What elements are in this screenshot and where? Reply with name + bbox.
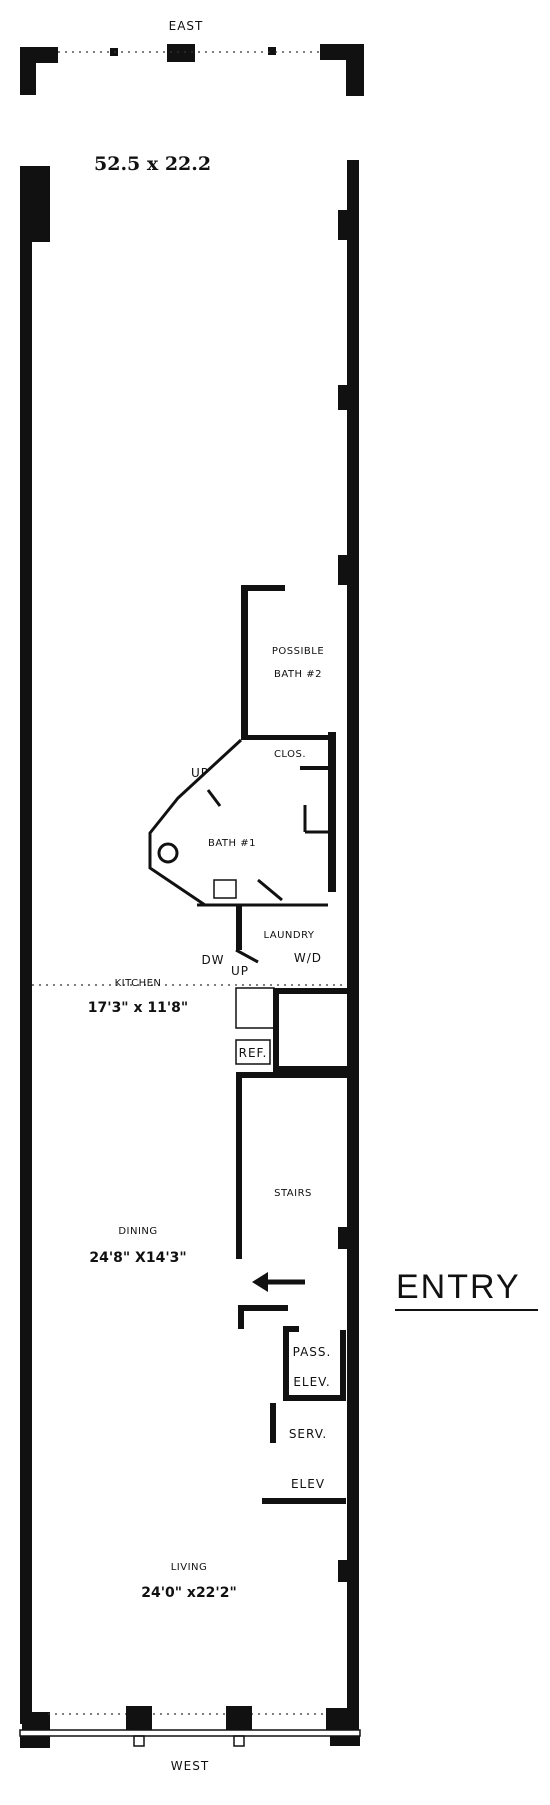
pass-elev-label-2: ELEV. — [293, 1375, 330, 1389]
west-window-wall — [19, 1706, 361, 1748]
compass-west: WEST — [171, 1759, 209, 1773]
stair-direction-arrow — [252, 1272, 305, 1292]
laundry-label: LAUNDRY — [263, 930, 314, 941]
entry-label: ENTRY — [396, 1268, 521, 1306]
service-elevator: SERV. ELEV — [262, 1403, 346, 1504]
kitchen: KITCHEN 17'3" x 11'8" REF. — [88, 978, 347, 1072]
serv-elev-label-1: SERV. — [289, 1427, 327, 1441]
entry-marker: ENTRY — [395, 1268, 538, 1311]
dining-dimensions: 24'8" X14'3" — [89, 1250, 186, 1266]
pass-elev-label-1: PASS. — [293, 1345, 332, 1359]
passenger-elevator: PASS. ELEV. — [283, 1326, 346, 1401]
dw-label: DW — [201, 953, 224, 967]
overall-dimensions: 52.5 x 22.2 — [94, 153, 211, 175]
living-dimensions: 24'0" x22'2" — [141, 1585, 237, 1601]
up-upper-label: UP — [191, 766, 209, 780]
closet-label: CLOS. — [274, 749, 306, 760]
dining: DINING 24'8" X14'3" — [89, 1226, 186, 1266]
closet: CLOS. — [241, 732, 336, 892]
east-window-wall — [20, 44, 364, 96]
compass-east: EAST — [169, 19, 204, 33]
serv-elev-label-2: ELEV — [291, 1477, 325, 1491]
west-side-wall — [20, 166, 50, 1730]
laundry: LAUNDRY W/D DW UP — [32, 905, 347, 986]
kitchen-dimensions: 17'3" x 11'8" — [88, 1000, 188, 1016]
stairs-label: STAIRS — [274, 1188, 312, 1199]
up-lower-label: UP — [231, 964, 249, 978]
east-side-wall — [326, 160, 359, 1730]
kitchen-label: KITCHEN — [115, 978, 162, 989]
possible-bath-2: POSSIBLE BATH #2 — [241, 585, 324, 735]
wd-label: W/D — [294, 951, 322, 965]
possible-bath-label-2: BATH #2 — [274, 669, 322, 680]
stairs: STAIRS — [236, 1072, 347, 1329]
dining-label: DINING — [118, 1226, 157, 1237]
living: LIVING 24'0" x22'2" — [141, 1562, 237, 1601]
refrigerator-label: REF. — [239, 1046, 268, 1060]
possible-bath-label-1: POSSIBLE — [272, 646, 324, 657]
bath-1: BATH #1 UP — [148, 738, 328, 907]
living-label: LIVING — [171, 1562, 208, 1573]
bath-1-label: BATH #1 — [208, 838, 256, 849]
